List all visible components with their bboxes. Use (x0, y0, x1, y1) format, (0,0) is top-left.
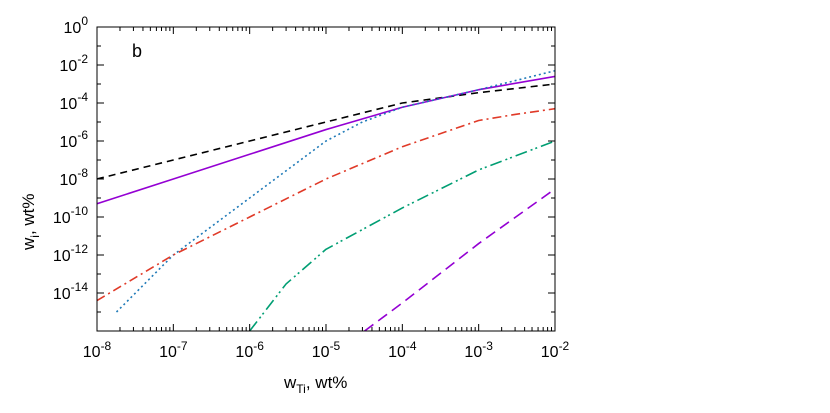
data-curves (97, 69, 555, 331)
x-tick-label: 10-3 (464, 339, 493, 361)
y-tick-label: 10-12 (53, 242, 88, 265)
series-line (249, 140, 555, 331)
y-tick-label: 10-8 (60, 166, 89, 189)
series-line (97, 107, 555, 302)
series-line (115, 69, 555, 313)
x-axis-ticks (96, 27, 556, 331)
y-axis-title: wi, wt% (19, 193, 42, 251)
series-line (97, 75, 555, 205)
series-line (97, 83, 555, 180)
y-tick-label: 10-14 (53, 280, 88, 303)
y-tick-label: 10-4 (60, 90, 89, 113)
y-axis-tick-labels: 10-14 10-12 10-10 10-8 10-6 10-4 10-2 100 (53, 14, 88, 303)
x-tick-label: 10-4 (388, 339, 417, 361)
plot-frame (96, 26, 556, 332)
x-tick-label: 10-5 (312, 339, 341, 361)
series-line (364, 188, 555, 331)
x-tick-label: 10-6 (235, 339, 264, 361)
y-tick-label: 10-6 (60, 128, 89, 151)
y-tick-label: 100 (64, 14, 89, 37)
x-tick-label: 10-7 (159, 339, 188, 361)
x-axis-tick-labels: 10-8 10-7 10-6 10-5 10-4 10-3 10-2 (83, 339, 570, 361)
y-tick-label: 10-2 (60, 52, 89, 75)
y-tick-label: 10-10 (53, 204, 88, 227)
x-tick-label: 10-2 (541, 339, 570, 361)
y-axis-ticks (97, 26, 555, 332)
panel-annotation: b (132, 41, 142, 61)
x-axis-title: wTi, wt% (283, 373, 347, 396)
x-tick-label: 10-8 (83, 339, 112, 361)
